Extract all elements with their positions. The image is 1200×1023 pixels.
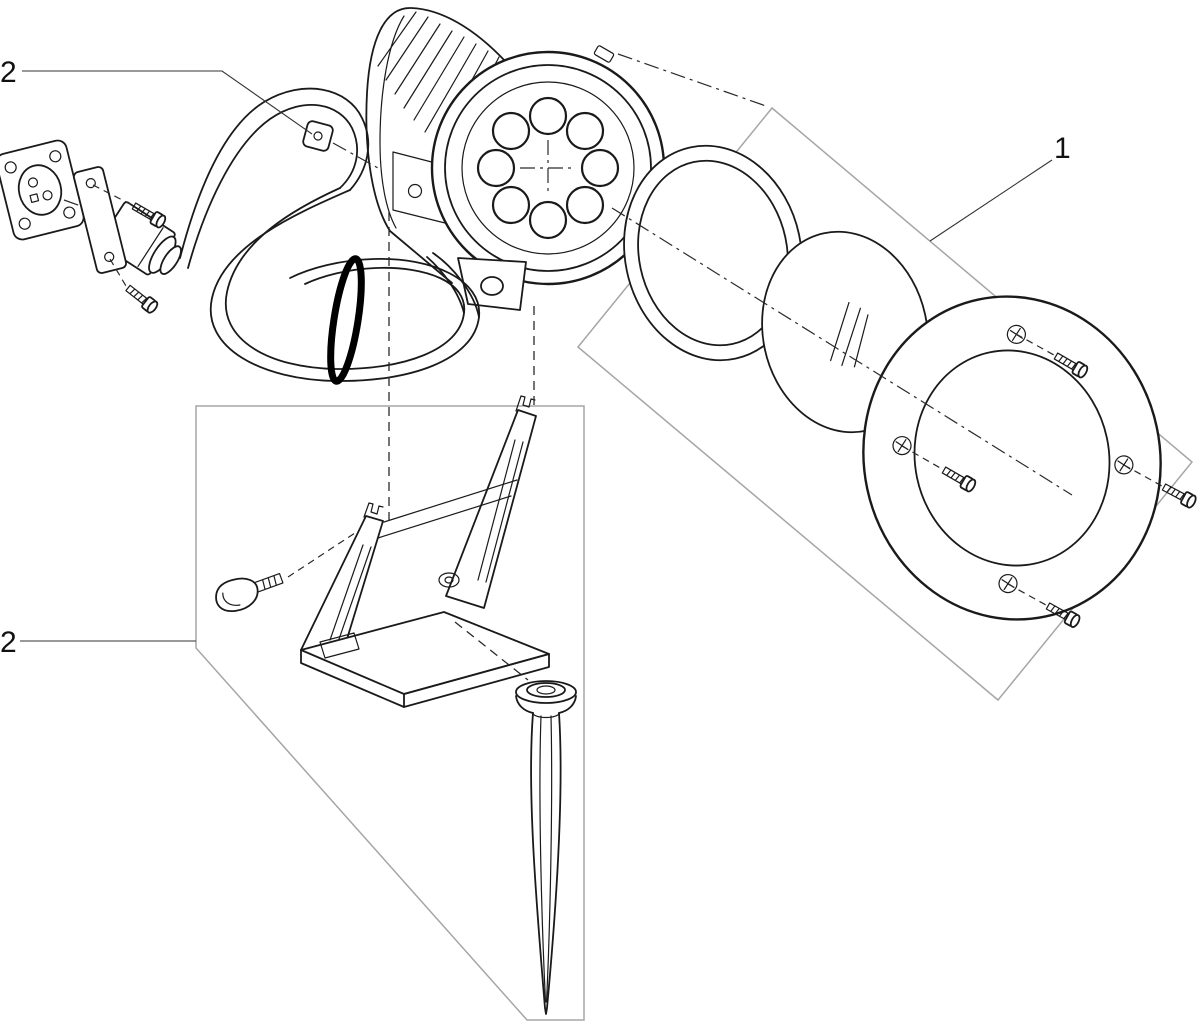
led-array [476, 96, 620, 240]
power-connector-assembly [0, 139, 182, 316]
plate-alignment-line [63, 199, 93, 211]
callout-label: 1 [1054, 132, 1071, 165]
led-plate [461, 81, 635, 255]
clip-alignment-line [332, 142, 379, 169]
cable-clip [302, 120, 334, 152]
led-circle [528, 200, 568, 240]
led-circle [476, 148, 516, 188]
main-axis-line [611, 207, 1073, 496]
mounting-ring-screws [901, 333, 1199, 630]
led-circle [528, 96, 568, 136]
callout-1-right: 1 [929, 132, 1071, 242]
callout-leader-line [929, 159, 1053, 242]
screw-leader-line [1007, 583, 1047, 606]
ring-screw [1160, 480, 1199, 510]
screw-leader-line [92, 184, 133, 206]
mounting-ring [862, 295, 1162, 621]
face-center-crosshair [520, 140, 576, 196]
upper-axis-line [617, 53, 767, 107]
led-circle [580, 148, 620, 188]
stake-leader-line [454, 621, 529, 681]
power-cable [179, 87, 480, 385]
led-circle [491, 185, 531, 225]
callout-leader-line [22, 70, 313, 135]
callout-2-bottom: 2 [0, 626, 196, 659]
screw-leader-line [1123, 464, 1163, 487]
thumb-screw-leader-line [287, 530, 359, 578]
bezel-inner-ring [444, 64, 652, 272]
base-slot [319, 632, 360, 659]
led-circle [565, 111, 605, 151]
led-circle [491, 111, 531, 151]
screw-leader-line [109, 258, 127, 287]
group-2-boundary-box [195, 405, 585, 1021]
connector-plate [0, 139, 85, 241]
hinge-lug [457, 257, 527, 311]
callout-label: 2 [0, 56, 17, 89]
bracket-right-arm [445, 409, 537, 609]
thumb-screw [215, 530, 359, 613]
cable-tie [327, 255, 365, 385]
assembly-drop-lines [388, 212, 535, 524]
ground-stake [454, 621, 577, 1015]
callout-label: 2 [0, 626, 17, 659]
screw-leader-line [1015, 333, 1055, 356]
bracket-cross-strut [377, 479, 518, 539]
screw-leader-line [901, 445, 943, 470]
plug-flange [73, 166, 127, 274]
bezel-tab [593, 45, 615, 63]
flange-screw [123, 281, 161, 316]
callout-2-top: 2 [0, 56, 313, 135]
alignment-lines [611, 53, 1073, 496]
seal-ring [623, 144, 803, 362]
led-circle [565, 185, 605, 225]
mounting-bracket [300, 395, 550, 708]
base-boss [438, 572, 460, 588]
